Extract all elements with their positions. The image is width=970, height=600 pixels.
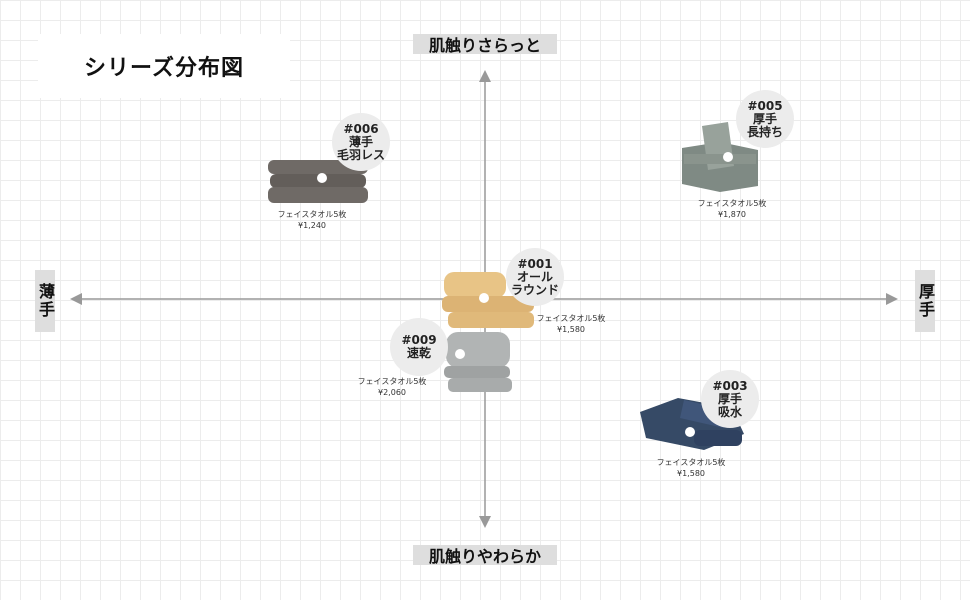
product-caption-001: フェイスタオル5枚¥1,580 xyxy=(536,314,606,334)
towel-image-005 xyxy=(680,120,760,196)
axis-label-bottom: 肌触りやわらか xyxy=(413,545,557,566)
axis-label-right: 厚手 xyxy=(915,270,935,332)
product-caption-009: フェイスタオル5枚¥2,060 xyxy=(357,377,427,397)
product-caption-003: フェイスタオル5枚¥1,580 xyxy=(656,458,726,478)
towel-image-006 xyxy=(266,154,370,206)
axis-label-left: 薄手 xyxy=(35,270,55,332)
towel-image-001 xyxy=(440,268,536,334)
product-caption-005: フェイスタオル5枚¥1,870 xyxy=(697,199,767,219)
product-caption-006: フェイスタオル5枚¥1,240 xyxy=(277,210,347,230)
axis-label-top: 肌触りさらっと xyxy=(413,34,557,55)
towel-image-009 xyxy=(440,330,514,396)
chart-title: シリーズ分布図 xyxy=(38,34,290,98)
